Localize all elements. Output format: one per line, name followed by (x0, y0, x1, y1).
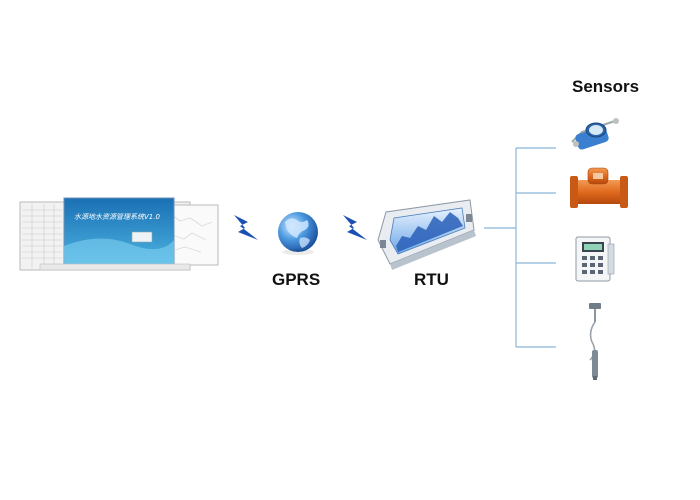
wireless-lightning-icon (234, 215, 258, 240)
connection-lines (484, 147, 556, 348)
ultrasonic-flowmeter-icon (575, 236, 615, 282)
gprs-label: GPRS (272, 270, 321, 289)
electromagnetic-flowmeter-icon (570, 167, 628, 208)
globe-icon (278, 212, 318, 255)
software-screenshot-icon: 水源地水资源管理系统V1.0 (19, 197, 219, 271)
rtu-label: RTU (414, 270, 449, 289)
water-meter-icon (571, 118, 619, 150)
rtu-device-icon (377, 199, 476, 270)
software-splash-title: 水源地水资源管理系统V1.0 (74, 213, 160, 221)
sensors-title: Sensors (572, 77, 640, 96)
wireless-lightning-icon (343, 215, 367, 240)
water-level-probe-icon (589, 303, 601, 380)
